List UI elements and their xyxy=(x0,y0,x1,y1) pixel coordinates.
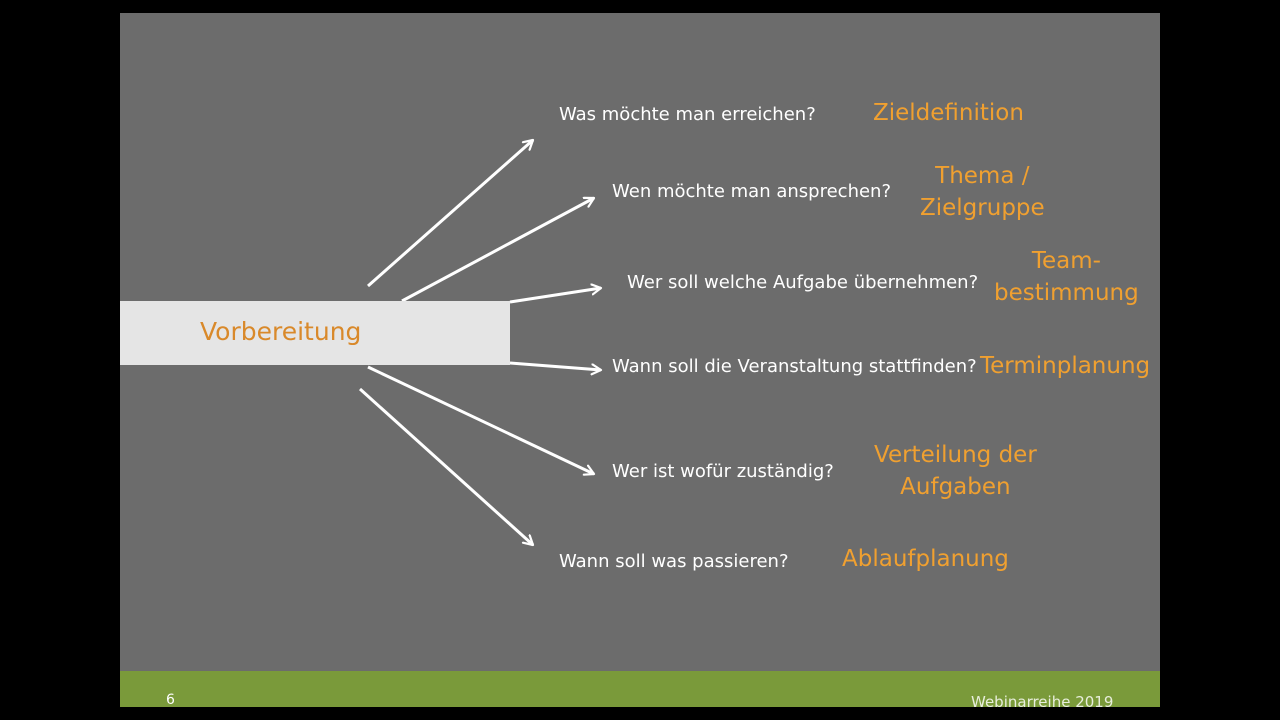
answer-3: Team- bestimmung xyxy=(994,245,1139,309)
answer-2-line-2: Zielgruppe xyxy=(920,195,1045,221)
question-4: Wann soll die Veranstaltung stattfinden? xyxy=(612,356,977,377)
answer-3-line-1: Team- xyxy=(1031,248,1101,274)
answer-3-line-2: bestimmung xyxy=(994,280,1139,306)
answer-5: Verteilung der Aufgaben xyxy=(874,439,1037,503)
footer-bar xyxy=(120,671,1160,707)
answer-5-line-1: Verteilung der xyxy=(874,442,1037,468)
arrow-2 xyxy=(401,196,594,303)
answer-6-line-1: Ablaufplanung xyxy=(842,546,1009,572)
question-1: Was möchte man erreichen? xyxy=(559,104,816,125)
slide: Vorbereitung Was möchte man erreichen? W… xyxy=(120,13,1160,707)
arrow-layer xyxy=(358,138,1160,547)
answer-2-line-1: Thema / xyxy=(935,163,1030,189)
answer-5-line-2: Aufgaben xyxy=(900,474,1011,500)
question-5: Wer ist wofür zuständig? xyxy=(612,461,834,482)
question-2: Wen möchte man ansprechen? xyxy=(612,181,892,202)
answer-2: Thema / Zielgruppe xyxy=(920,160,1045,224)
page-number: 6 xyxy=(166,692,175,707)
answer-1: Zieldefinition xyxy=(873,97,1024,129)
answer-4-line-1: Terminplanung xyxy=(980,353,1151,379)
answer-4: Terminplanung xyxy=(980,350,1150,382)
arrow-1 xyxy=(367,138,533,288)
center-node-label: Vorbereitung xyxy=(200,317,362,346)
question-3: Wer soll welche Aufgabe übernehmen? xyxy=(627,272,979,293)
answer-6: Ablaufplanung xyxy=(842,543,1009,575)
question-6: Wann soll was passieren? xyxy=(559,551,789,572)
answer-1-line-1: Zieldefinition xyxy=(873,100,1024,126)
center-node: Vorbereitung xyxy=(120,301,510,365)
arrow-4 xyxy=(509,361,601,370)
footer-title: Webinarreihe 2019 xyxy=(971,693,1114,707)
arrow-6 xyxy=(358,387,533,547)
arrow-5 xyxy=(367,365,594,474)
arrow-3 xyxy=(509,288,601,304)
